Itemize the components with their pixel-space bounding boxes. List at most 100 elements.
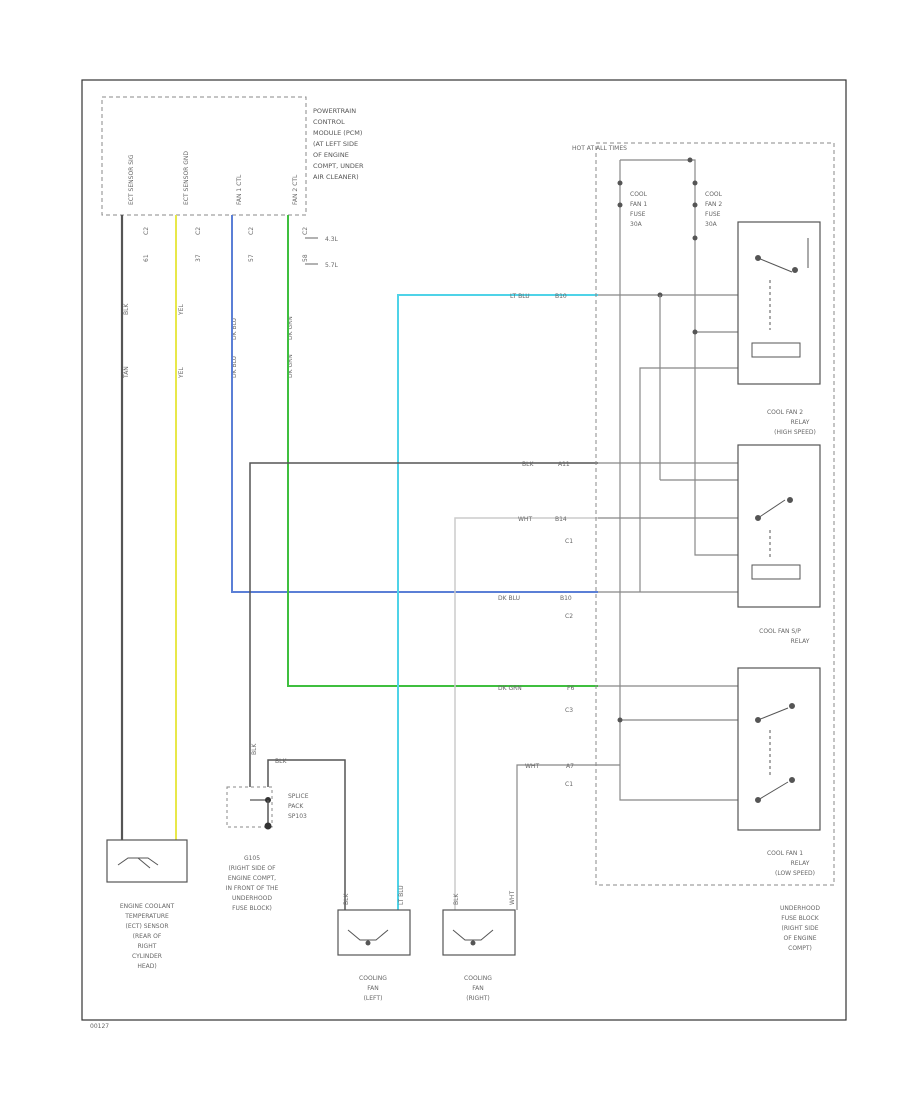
svg-text:BLK: BLK	[275, 758, 287, 765]
svg-text:OF ENGINE: OF ENGINE	[783, 935, 816, 942]
svg-text:(ECT) SENSOR: (ECT) SENSOR	[125, 923, 168, 930]
fan-motor-icon	[347, 929, 389, 941]
pcm-engine-notes: 4.3L 5.7L	[305, 236, 339, 269]
svg-text:ECT SENSOR SIG: ECT SENSOR SIG	[128, 154, 135, 205]
svg-text:TEMPERATURE: TEMPERATURE	[124, 913, 169, 920]
cool-fan-1-relay-box	[737, 667, 821, 831]
hot-at-all-times-label: HOT AT ALL TIMES	[572, 145, 627, 152]
fuse-1-label: COOL FAN 1 FUSE 30A	[630, 191, 648, 228]
svg-text:COOL: COOL	[705, 191, 723, 198]
svg-text:YEL: YEL	[178, 367, 185, 379]
pcm-title: POWERTRAIN CONTROL MODULE (PCM) (AT LEFT…	[313, 107, 364, 181]
svg-text:BLK: BLK	[251, 743, 258, 755]
svg-text:UNDERHOOD: UNDERHOOD	[232, 895, 272, 902]
svg-text:RIGHT: RIGHT	[138, 943, 157, 950]
bus-fuse1	[619, 160, 738, 801]
svg-text:FUSE BLOCK): FUSE BLOCK)	[232, 905, 272, 912]
fuse-block-label: UNDERHOOD FUSE BLOCK (RIGHT SIDE OF ENGI…	[780, 905, 820, 952]
svg-text:C2: C2	[248, 227, 255, 235]
page-code: 00127	[90, 1023, 109, 1030]
svg-text:YEL: YEL	[178, 304, 185, 316]
wire-wht-right-fan	[454, 517, 598, 910]
svg-text:WHT: WHT	[525, 763, 539, 770]
svg-text:IN FRONT OF THE: IN FRONT OF THE	[226, 885, 279, 892]
relay-switch-icon	[751, 497, 801, 580]
wire-splice-to-left-fan	[267, 759, 346, 910]
svg-text:B10: B10	[555, 293, 567, 300]
diagram-frame	[81, 79, 847, 1021]
svg-text:F6: F6	[567, 685, 574, 692]
cool-fan-1-relay-label: COOL FAN 1 RELAY (LOW SPEED)	[767, 850, 815, 877]
fan-right-wire2: WHT	[509, 891, 516, 905]
svg-text:HEAD): HEAD)	[137, 963, 156, 970]
fuse-1-icon	[617, 180, 623, 186]
svg-text:30A: 30A	[705, 221, 718, 228]
fuse-2-label: COOL FAN 2 FUSE 30A	[705, 191, 723, 228]
svg-text:C2: C2	[143, 227, 150, 235]
svg-text:DK GRN: DK GRN	[498, 685, 522, 692]
svg-text:RELAY: RELAY	[791, 638, 810, 645]
cooling-fan-left-label: COOLING FAN (LEFT)	[359, 975, 387, 1002]
svg-text:30A: 30A	[630, 221, 643, 228]
bus-fuse2	[620, 159, 738, 556]
svg-text:(REAR OF: (REAR OF	[133, 933, 162, 940]
svg-text:58: 58	[302, 254, 309, 262]
svg-text:ECT SENSOR GND: ECT SENSOR GND	[183, 151, 190, 205]
svg-text:61: 61	[143, 254, 150, 262]
cooling-fan-left-box	[337, 909, 411, 956]
wire-blk-ground	[249, 462, 598, 760]
wire-fan2-ctl-green	[287, 215, 598, 687]
svg-text:SPLICE: SPLICE	[288, 793, 309, 800]
svg-text:C1: C1	[565, 538, 573, 545]
cooling-fan-right-box	[442, 909, 516, 956]
pcm-box	[101, 96, 307, 216]
svg-text:WHT: WHT	[518, 516, 532, 523]
pcm-wire-color-labels: BLK YEL DK BLU DK GRN TAN YEL DK BLU DK …	[123, 303, 294, 379]
svg-text:37: 37	[195, 254, 202, 262]
svg-text:(LOW SPEED): (LOW SPEED)	[775, 870, 815, 877]
svg-text:FUSE BLOCK: FUSE BLOCK	[781, 915, 820, 922]
svg-text:C2: C2	[195, 227, 202, 235]
svg-text:POWERTRAIN: POWERTRAIN	[313, 107, 356, 115]
svg-text:FAN 1 CTL: FAN 1 CTL	[236, 174, 243, 205]
svg-text:FUSE: FUSE	[705, 211, 721, 218]
svg-text:ENGINE COMPT,: ENGINE COMPT,	[228, 875, 276, 882]
svg-text:FAN 2: FAN 2	[705, 201, 722, 208]
fan-left-wire2: LT BLU	[398, 885, 405, 905]
svg-text:A7: A7	[566, 763, 574, 770]
relay-switch-icon	[751, 238, 809, 358]
svg-text:COOL FAN S/P: COOL FAN S/P	[759, 628, 801, 635]
svg-text:(AT LEFT SIDE: (AT LEFT SIDE	[313, 140, 358, 148]
svg-text:(RIGHT): (RIGHT)	[466, 995, 489, 1002]
svg-text:4.3L: 4.3L	[325, 236, 339, 243]
svg-text:COMPT, UNDER: COMPT, UNDER	[313, 162, 364, 170]
svg-text:DK GRN: DK GRN	[287, 316, 294, 340]
svg-text:(RIGHT SIDE OF: (RIGHT SIDE OF	[228, 865, 276, 872]
svg-text:RELAY: RELAY	[791, 419, 810, 426]
svg-text:MODULE (PCM): MODULE (PCM)	[313, 129, 362, 137]
svg-text:TAN: TAN	[123, 366, 130, 379]
svg-text:A11: A11	[558, 461, 570, 468]
svg-text:COOLING: COOLING	[464, 975, 492, 982]
svg-text:ENGINE COOLANT: ENGINE COOLANT	[120, 903, 175, 910]
cool-fan-2-relay-box	[737, 221, 821, 385]
connector-labels: LT BLU B10 BLK A11 WHT B14 C1 DK BLU B10…	[498, 293, 574, 788]
cool-fan-2-relay-label: COOL FAN 2 RELAY (HIGH SPEED)	[767, 409, 816, 436]
svg-text:(RIGHT SIDE: (RIGHT SIDE	[781, 925, 818, 932]
ground-point-icon	[264, 822, 272, 830]
svg-text:57: 57	[248, 254, 255, 262]
svg-text:BLK: BLK	[522, 461, 534, 468]
svg-text:UNDERHOOD: UNDERHOOD	[780, 905, 820, 912]
svg-text:AIR CLEANER): AIR CLEANER)	[313, 173, 359, 181]
wire-lt-blu-cyan	[397, 294, 598, 910]
svg-text:RELAY: RELAY	[791, 860, 810, 867]
svg-text:COOL FAN 2: COOL FAN 2	[767, 409, 803, 416]
cool-fan-sp-relay-box	[737, 444, 821, 608]
svg-text:C3: C3	[565, 707, 573, 714]
cooling-fan-right-label: COOLING FAN (RIGHT)	[464, 975, 492, 1002]
svg-text:B10: B10	[560, 595, 572, 602]
svg-text:OF ENGINE: OF ENGINE	[313, 151, 349, 159]
pcm-pin-ids: C2 C2 C2 C2 61 37 57 58	[143, 227, 309, 262]
svg-text:G105: G105	[244, 855, 260, 862]
